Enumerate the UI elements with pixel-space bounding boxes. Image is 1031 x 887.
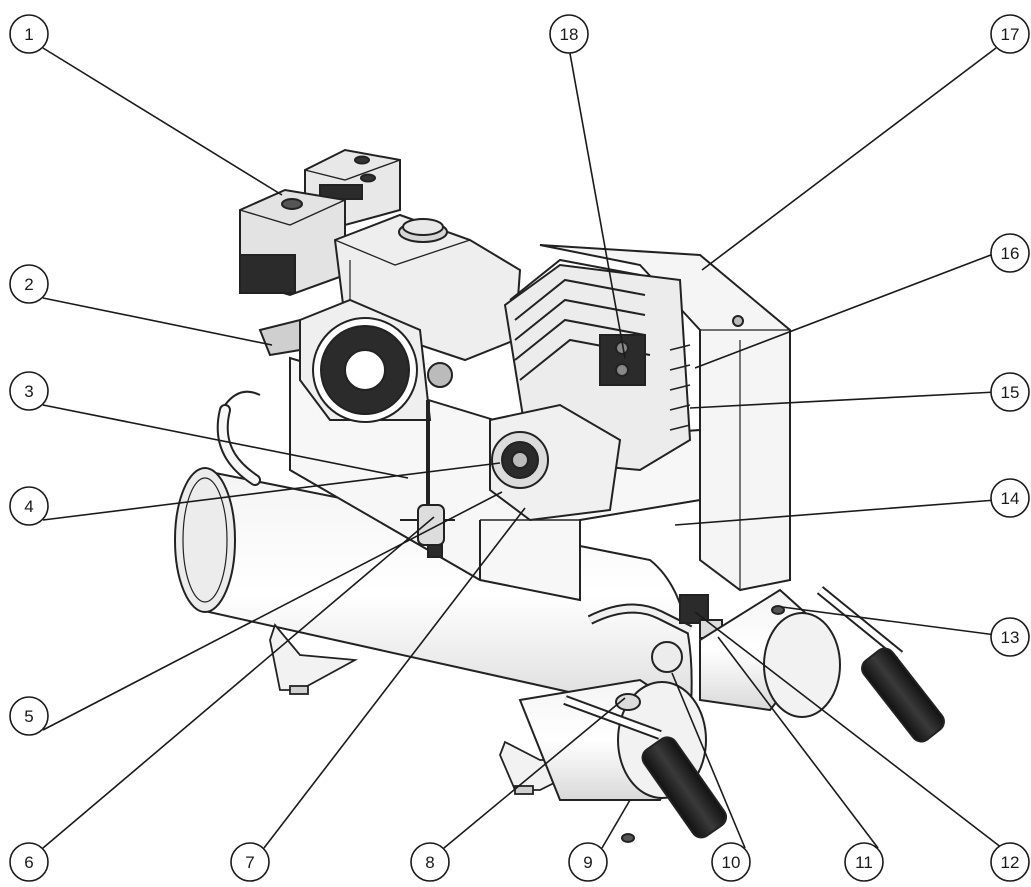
leader-16 bbox=[694, 252, 997, 369]
callout-number: 6 bbox=[24, 853, 33, 872]
callout-circle bbox=[568, 842, 608, 882]
leader-6 bbox=[42, 516, 435, 849]
main-tank bbox=[174, 467, 693, 722]
leader-18 bbox=[568, 47, 626, 359]
leader-1 bbox=[42, 47, 283, 196]
callout-circle bbox=[990, 372, 1030, 412]
manifold bbox=[400, 400, 723, 673]
leader-14 bbox=[674, 499, 997, 526]
callout-number: 14 bbox=[1001, 489, 1020, 508]
callout-number: 11 bbox=[855, 853, 873, 872]
leader-4 bbox=[42, 462, 501, 521]
leader-13 bbox=[781, 606, 997, 636]
callout-number: 4 bbox=[24, 497, 33, 516]
callout-9: 9 bbox=[568, 842, 608, 882]
callout-6: 6 bbox=[9, 842, 49, 882]
callout-circle bbox=[410, 842, 450, 882]
callout-circle bbox=[990, 842, 1030, 882]
callout-5: 5 bbox=[9, 696, 49, 736]
callout-number: 2 bbox=[24, 275, 33, 294]
callout-number: 12 bbox=[1001, 853, 1020, 872]
leader-3 bbox=[42, 404, 409, 479]
callout-16: 16 bbox=[990, 233, 1030, 273]
pump bbox=[489, 258, 692, 522]
callout-circle bbox=[990, 14, 1030, 54]
callout-7: 7 bbox=[230, 842, 270, 882]
callout-number: 3 bbox=[24, 382, 33, 401]
callout-2: 2 bbox=[9, 264, 49, 304]
callout-number: 7 bbox=[245, 853, 254, 872]
callout-11: 11 bbox=[844, 842, 884, 882]
callout-circle bbox=[990, 233, 1030, 273]
leader-9 bbox=[601, 799, 631, 849]
callout-circle bbox=[9, 14, 49, 54]
callout-circle bbox=[9, 842, 49, 882]
callout-number: 17 bbox=[1001, 25, 1020, 44]
leader-5 bbox=[42, 491, 503, 731]
callout-8: 8 bbox=[410, 842, 450, 882]
callout-13: 13 bbox=[990, 617, 1030, 657]
leader-2 bbox=[42, 297, 273, 346]
callout-17: 17 bbox=[990, 14, 1030, 54]
callout-circle bbox=[9, 486, 49, 526]
callout-number: 15 bbox=[1001, 383, 1020, 402]
right-tank bbox=[699, 586, 945, 743]
callout-number: 9 bbox=[583, 853, 592, 872]
air-hose bbox=[216, 390, 261, 486]
callout-circle bbox=[9, 264, 49, 304]
callout-number: 8 bbox=[425, 853, 434, 872]
callout-circle bbox=[9, 371, 49, 411]
callout-14: 14 bbox=[990, 478, 1030, 518]
callout-circle bbox=[549, 14, 589, 54]
callout-circle bbox=[230, 842, 270, 882]
callout-number: 10 bbox=[722, 853, 741, 872]
callout-number: 1 bbox=[24, 25, 33, 44]
callout-10: 10 bbox=[711, 842, 751, 882]
callout-3: 3 bbox=[9, 371, 49, 411]
callout-circle bbox=[990, 617, 1030, 657]
callout-15: 15 bbox=[990, 372, 1030, 412]
callout-circle bbox=[711, 842, 751, 882]
leader-7 bbox=[263, 507, 526, 849]
leader-lines bbox=[42, 47, 1003, 849]
leader-11 bbox=[717, 636, 879, 849]
front-tank bbox=[518, 678, 728, 843]
callout-circle bbox=[9, 696, 49, 736]
callout-4: 4 bbox=[9, 486, 49, 526]
callout-12: 12 bbox=[990, 842, 1030, 882]
callout-circle bbox=[990, 478, 1030, 518]
callout-18: 18 bbox=[549, 14, 589, 54]
leader-10 bbox=[671, 672, 746, 849]
engine bbox=[239, 148, 522, 423]
callout-circle bbox=[844, 842, 884, 882]
leader-17 bbox=[701, 47, 997, 271]
leader-15 bbox=[689, 391, 997, 409]
callout-number: 16 bbox=[1001, 244, 1020, 263]
leader-12 bbox=[694, 611, 1003, 849]
callout-number: 5 bbox=[24, 707, 33, 726]
callout-number: 18 bbox=[560, 25, 579, 44]
leader-8 bbox=[443, 697, 626, 849]
callout-number: 13 bbox=[1001, 628, 1020, 647]
callout-1: 1 bbox=[9, 14, 49, 54]
